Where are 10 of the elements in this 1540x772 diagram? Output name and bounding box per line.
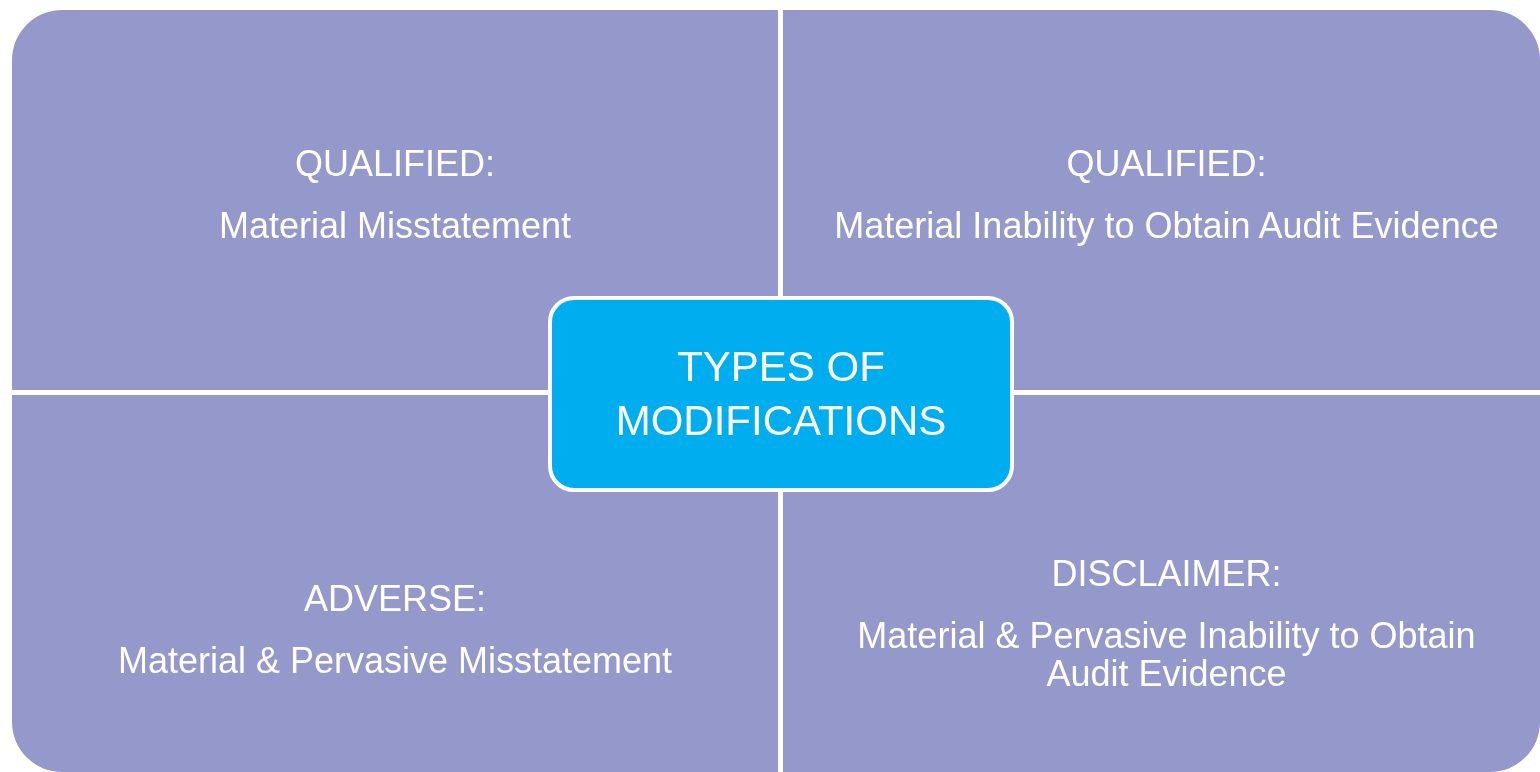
body-text: Material & Pervasive Misstatement xyxy=(117,642,673,680)
heading-text: QUALIFIED: xyxy=(1066,145,1267,183)
body-text: Material Misstatement xyxy=(218,207,572,245)
center-title: TYPES OF MODIFICATIONS xyxy=(614,342,948,446)
heading-text: ADVERSE: xyxy=(303,580,487,618)
heading-text: QUALIFIED: xyxy=(294,145,495,183)
center-box xyxy=(548,296,1014,492)
body-text: Material & Pervasive Inability to Obtain Audit Evidence xyxy=(856,617,1477,693)
body-text: Material Inability to Obtain Audit Evidence xyxy=(834,207,1499,245)
heading-text: DISCLAIMER: xyxy=(1051,555,1282,593)
